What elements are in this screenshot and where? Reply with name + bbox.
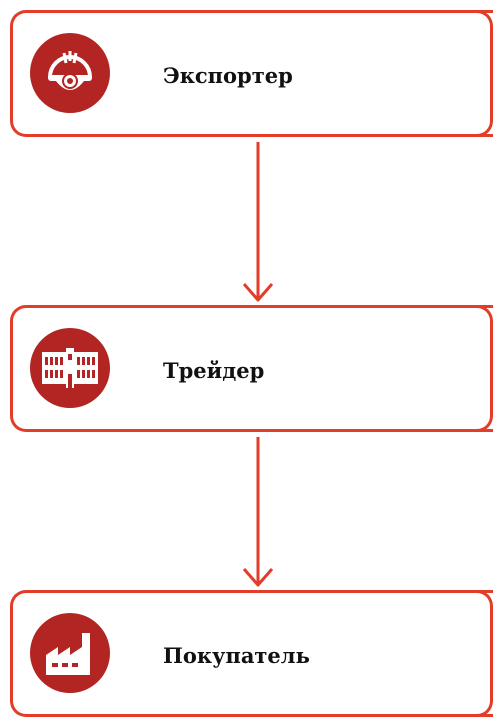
node-label-trader: Трейдер <box>163 357 265 383</box>
edge-trader-to-buyer <box>242 437 274 587</box>
node-label-buyer: Покупатель <box>163 642 310 668</box>
node-trader: Трейдер <box>10 305 493 432</box>
factory-icon <box>30 613 110 693</box>
edge-exporter-to-trader <box>242 142 274 302</box>
node-label-exporter: Экспортер <box>163 62 293 88</box>
node-exporter: Экспортер <box>10 10 493 137</box>
hard-hat-icon <box>30 33 110 113</box>
office-building-icon <box>30 328 110 408</box>
node-buyer: Покупатель <box>10 590 493 717</box>
